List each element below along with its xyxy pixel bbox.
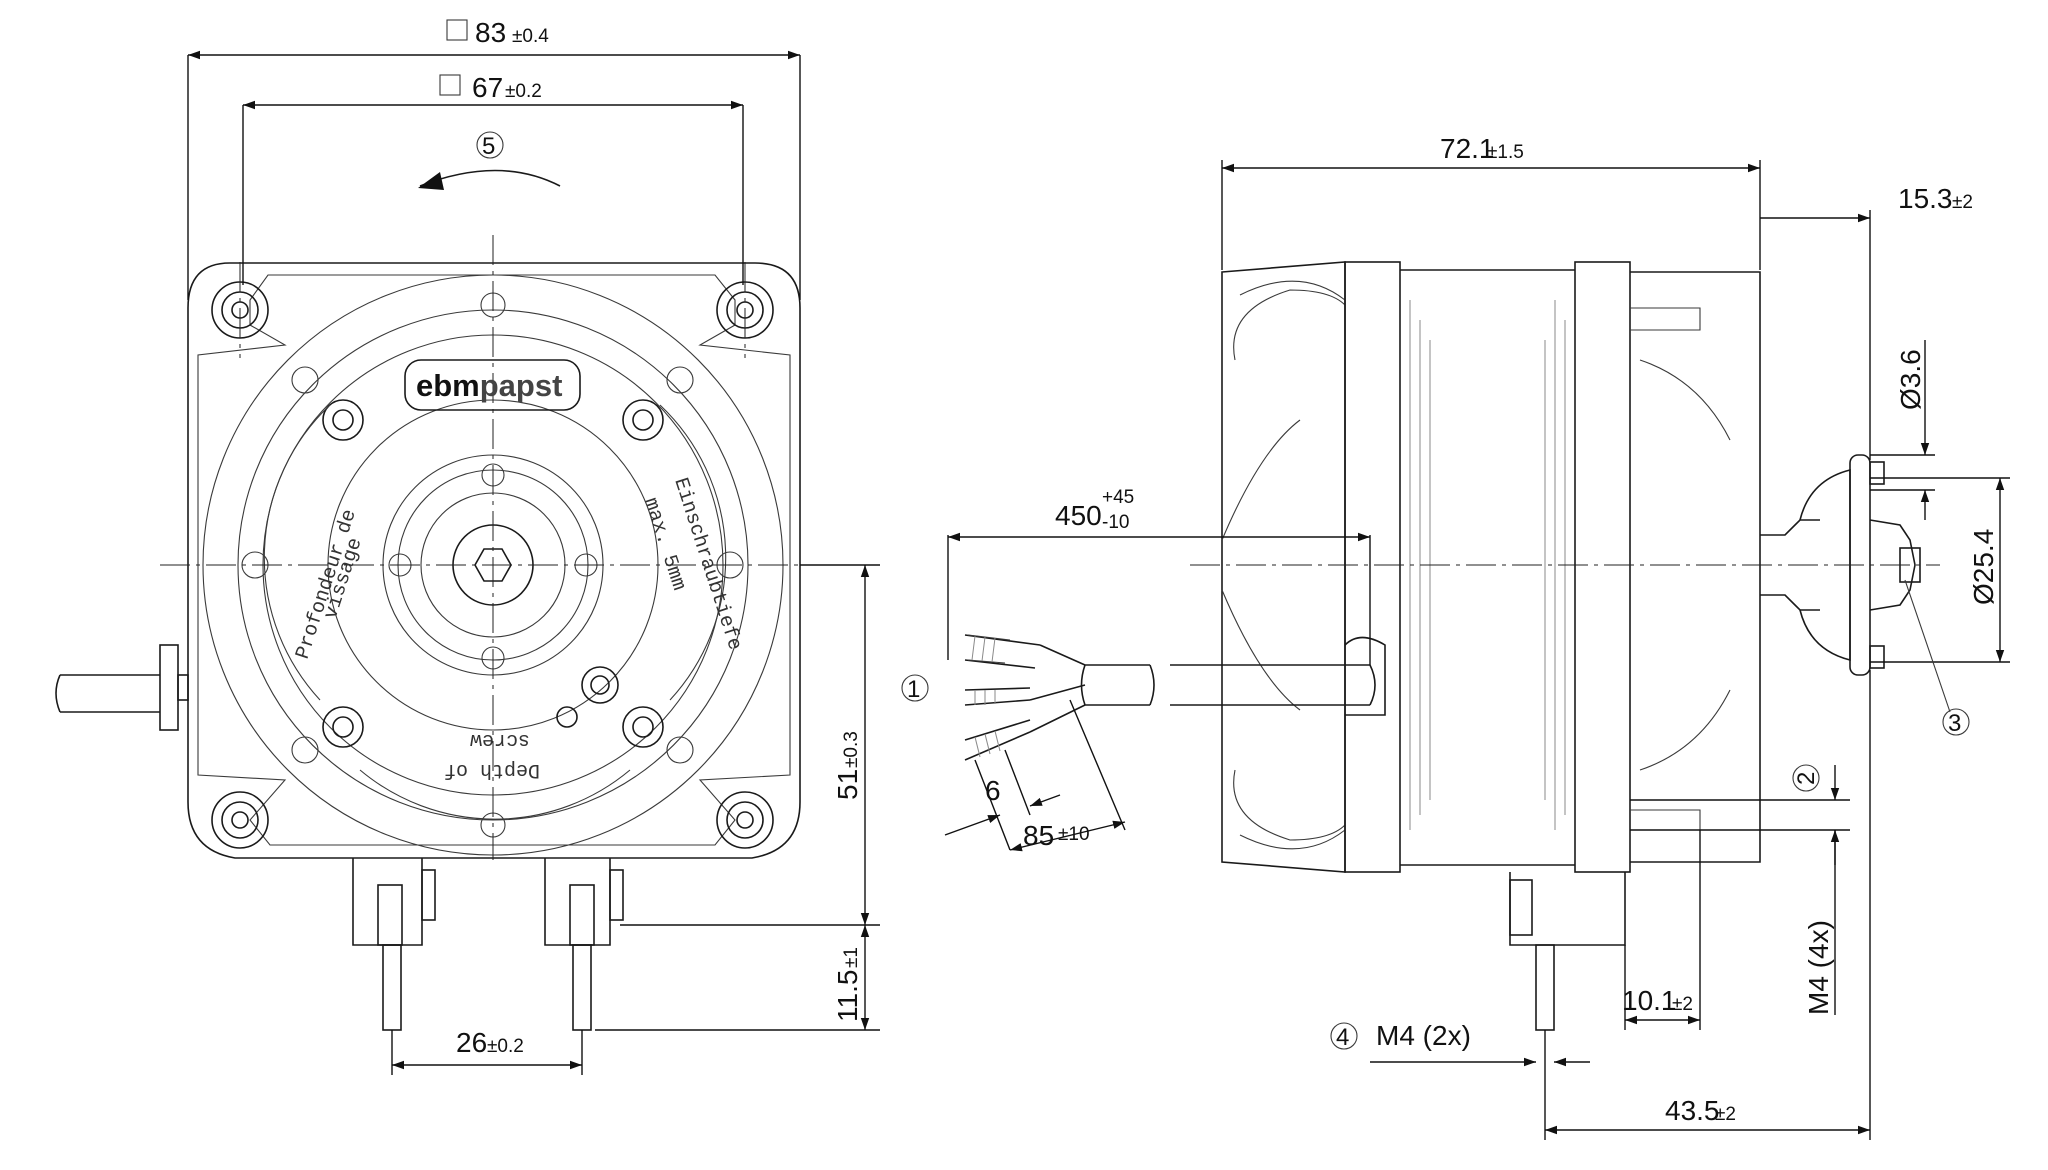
dim-450-tol-minus: -10 bbox=[1102, 512, 1129, 533]
logo-plate bbox=[404, 359, 581, 411]
dim-67-value: 67 bbox=[472, 72, 503, 103]
front-plate-outline bbox=[187, 262, 801, 859]
side-view bbox=[964, 261, 1940, 1031]
front-view: ebmpapst Profondeur de vissage Einschrau… bbox=[55, 169, 870, 1031]
callout-2: 2 bbox=[1793, 772, 1820, 785]
dim-6-value: 6 bbox=[985, 775, 1001, 806]
dim-72-1-tol: ±1.5 bbox=[1487, 142, 1524, 163]
stator-ring-right bbox=[1574, 261, 1631, 873]
stator-ring-left bbox=[1344, 261, 1401, 873]
dim-15-3-tol: ±2 bbox=[1952, 192, 1973, 213]
callout-4: 4 bbox=[1336, 1024, 1349, 1051]
callout-3: 3 bbox=[1948, 710, 1961, 737]
front-dimensions: 83 ±0.4 67 ±0.2 5 51 ±0.3 11.5 ±1 26 ±0.… bbox=[187, 17, 880, 1075]
callout-5: 5 bbox=[482, 133, 495, 160]
dim-67-tol: ±0.2 bbox=[505, 81, 542, 102]
dim-dia-25-4: Ø25.4 bbox=[1968, 529, 1999, 605]
dim-43-5-value: 43.5 bbox=[1665, 1095, 1720, 1126]
front-cable bbox=[55, 644, 189, 731]
logo-text: ebmpapst bbox=[416, 368, 562, 403]
dim-83-tol: ±0.4 bbox=[512, 26, 549, 47]
dim-51-tol: ±0.3 bbox=[841, 731, 862, 768]
dim-85-tol: ±10 bbox=[1058, 824, 1090, 845]
plate-text-bottom-2: screw bbox=[470, 728, 530, 751]
side-dimensions: 72.1 ±1.5 15.3 ±2 Ø3.6 Ø25.4 3 450 +45 -… bbox=[901, 133, 2010, 1140]
dim-m4-4x: M4 (4x) bbox=[1803, 920, 1834, 1015]
dim-26-tol: ±0.2 bbox=[487, 1036, 524, 1057]
dim-10-1-value: 10.1 bbox=[1622, 985, 1677, 1016]
dim-dia-3-6: Ø3.6 bbox=[1895, 349, 1926, 410]
plate-text-bottom-1: Depth of bbox=[444, 758, 540, 781]
side-bracket bbox=[1509, 872, 1626, 946]
side-housing-left bbox=[1221, 261, 1346, 873]
dim-83-value: 83 bbox=[475, 17, 506, 48]
dim-26-value: 26 bbox=[456, 1027, 487, 1058]
dim-43-5-tol: ±2 bbox=[1715, 1104, 1736, 1125]
dim-51-value: 51 bbox=[832, 769, 863, 800]
side-cable bbox=[964, 634, 1386, 761]
dim-11-5-tol: ±1 bbox=[841, 947, 862, 968]
dim-85-value: 85 bbox=[1023, 820, 1054, 851]
dim-72-1-value: 72.1 bbox=[1440, 133, 1495, 164]
dim-m4-2x: M4 (2x) bbox=[1376, 1020, 1471, 1051]
mounting-studs bbox=[352, 858, 624, 1031]
dim-10-1-tol: ±2 bbox=[1672, 994, 1693, 1015]
side-housing-right bbox=[1630, 271, 1761, 863]
dim-11-5-value: 11.5 bbox=[832, 970, 863, 1022]
dim-450-value: 450 bbox=[1055, 500, 1102, 531]
dim-450-tol-plus: +45 bbox=[1102, 487, 1134, 508]
callout-1: 1 bbox=[907, 676, 920, 703]
dim-15-3-value: 15.3 bbox=[1898, 183, 1953, 214]
